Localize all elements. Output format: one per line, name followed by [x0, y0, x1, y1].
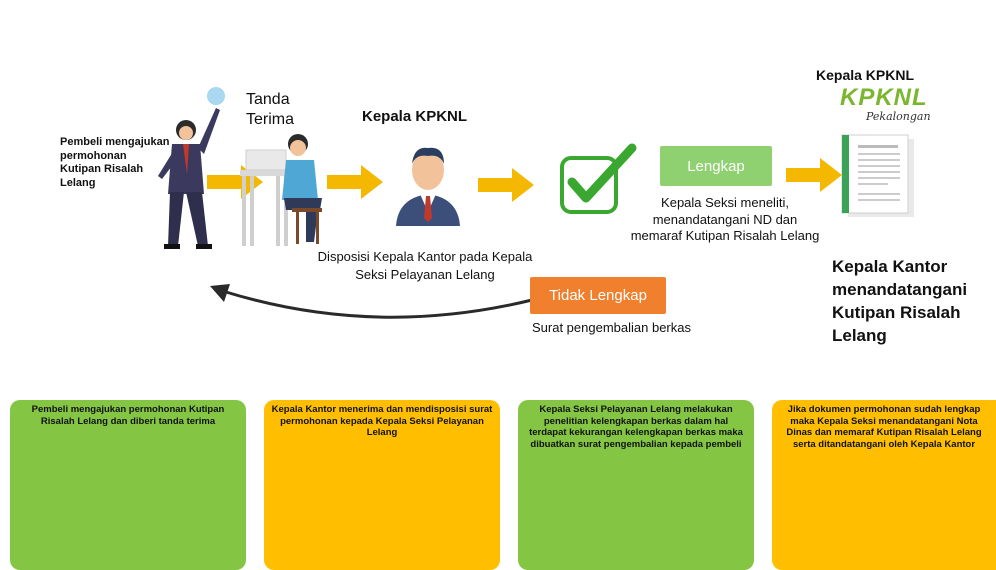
kepala-kantor-ttd-label: Kepala Kantor menandatangani Kutipan Ris…	[832, 257, 968, 345]
tanda-terima-line1: Tanda	[246, 91, 290, 108]
surat-pengembalian-label: Surat pengembalian berkas	[532, 320, 691, 335]
desk-worker-icon	[240, 134, 322, 246]
kepala-kpknl-label: Kepala KPKNL	[362, 108, 468, 125]
step-box-4-text: Jika dokumen permohonan sudah lengkap ma…	[786, 404, 982, 450]
step-box-1: Pembeli mengajukan permohonan Kutipan Ri…	[10, 400, 246, 570]
meneliti-label: Kepala Seksi meneliti, menandatangani ND…	[630, 195, 820, 243]
kpknl-logo-subtext: Pekalongan	[866, 110, 931, 123]
step-box-3-text: Kepala Seksi Pelayanan Lelang melakukan …	[529, 404, 743, 450]
kpknl-logo-text: KPKNL	[840, 84, 928, 111]
return-arrow	[210, 284, 533, 319]
flow-arrow-4	[786, 158, 842, 192]
tidak-lengkap-button[interactable]: Tidak Lengkap	[530, 277, 666, 314]
kpknl-logo: KPKNL Pekalongan	[840, 84, 931, 123]
checkmark-icon	[560, 143, 637, 214]
flow-arrow-2	[327, 165, 383, 199]
step-box-3: Kepala Seksi Pelayanan Lelang melakukan …	[518, 400, 754, 570]
document-icon	[841, 134, 914, 217]
step-box-2-text: Kepala Kantor menerima dan mendisposisi …	[271, 404, 493, 438]
lengkap-button[interactable]: Lengkap	[660, 146, 772, 186]
pembeli-label: Pembeli mengajukan permohonan Kutipan Ri…	[60, 136, 170, 189]
officer-avatar-icon	[396, 147, 460, 226]
step-box-4: Jika dokumen permohonan sudah lengkap ma…	[772, 400, 996, 570]
tanda-terima-label: Tanda Terima	[246, 90, 294, 130]
step-box-1-text: Pembeli mengajukan permohonan Kutipan Ri…	[31, 404, 225, 427]
kepala-kpknl-label-right: Kepala KPKNL	[816, 67, 915, 83]
tanda-terima-line2: Terima	[246, 111, 295, 128]
person-pointing-icon	[158, 87, 225, 249]
disposisi-label: Disposisi Kepala Kantor pada Kepala Seks…	[317, 249, 533, 282]
step-box-2: Kepala Kantor menerima dan mendisposisi …	[264, 400, 500, 570]
flow-arrow-3	[478, 168, 534, 202]
